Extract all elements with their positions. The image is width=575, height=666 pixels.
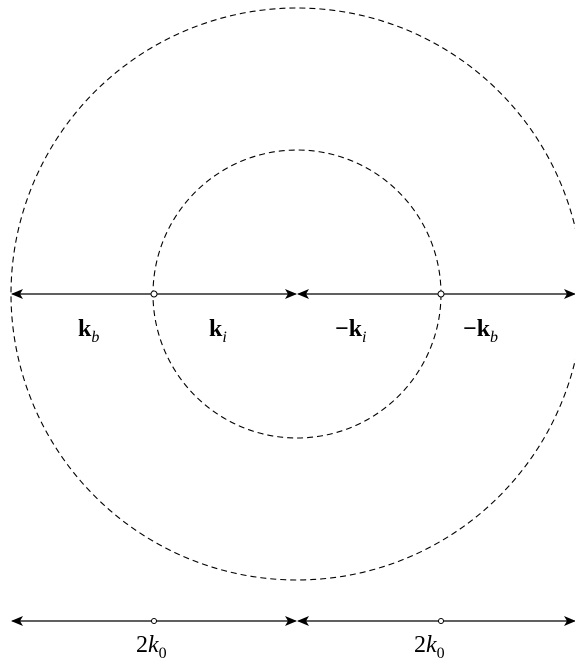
label-neg-ki-sub: i [362, 329, 366, 346]
label-bottom-right-coef: 2 [414, 632, 426, 658]
bottom-left-midpoint [151, 618, 157, 624]
label-bottom-left-main: k [148, 632, 159, 658]
label-neg-kb-sub: b [490, 329, 498, 346]
label-neg-ki: −ki [335, 316, 367, 346]
label-bottom-right-sub: 0 [437, 645, 445, 662]
label-neg-ki-main: k [349, 316, 363, 342]
label-neg-kb-sign: − [463, 316, 477, 342]
label-kb-sub: b [91, 329, 99, 346]
label-kb: kb [78, 316, 99, 346]
label-kb-main: k [78, 316, 92, 342]
label-bottom-right: 2k0 [414, 632, 445, 662]
label-bottom-right-main: k [426, 632, 437, 658]
label-ki-main: k [209, 316, 223, 342]
label-bottom-left: 2k0 [136, 632, 167, 662]
label-ki-sub: i [222, 329, 226, 346]
label-bottom-left-coef: 2 [136, 632, 148, 658]
label-neg-ki-sign: − [335, 316, 349, 342]
label-ki: ki [209, 316, 227, 346]
label-neg-kb-main: k [477, 316, 491, 342]
right-intersection-point [437, 290, 445, 298]
label-neg-kb: −kb [463, 316, 498, 346]
label-bottom-left-sub: 0 [159, 645, 167, 662]
bottom-right-midpoint [438, 618, 444, 624]
left-intersection-point [150, 290, 158, 298]
